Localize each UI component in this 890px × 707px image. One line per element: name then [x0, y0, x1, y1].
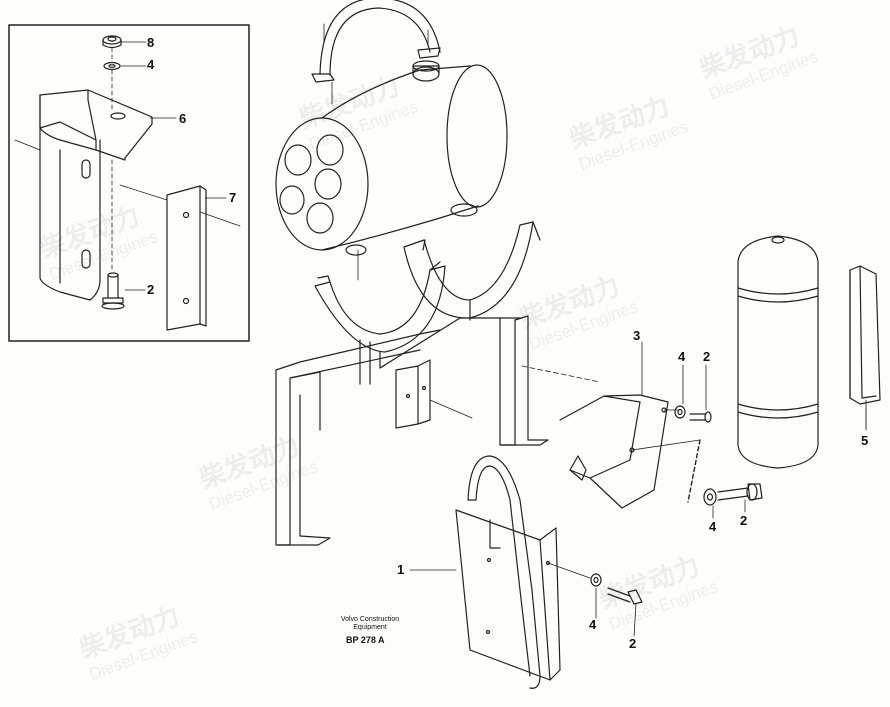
- callout-2-bolt-right: 2: [740, 513, 748, 528]
- cradle-frame: [275, 221, 601, 546]
- publisher-caption: Volvo Construction Equipment: [330, 616, 410, 632]
- mounting-plate: [166, 185, 207, 331]
- callout-leaders: [409, 341, 867, 637]
- tank-strap: [849, 265, 881, 431]
- fasteners-lower: [590, 573, 643, 605]
- flange-bolt: [101, 272, 125, 310]
- inset-leaders: [14, 41, 241, 291]
- callout-2-bolt-upper: 2: [703, 349, 711, 364]
- inset-detail: [8, 24, 250, 342]
- flange-nut: [102, 35, 122, 49]
- tank-bracket: [559, 394, 701, 509]
- callout-8-flange-nut: 8: [147, 35, 155, 50]
- callout-6-bracket: 6: [179, 111, 187, 126]
- callout-4-washer: 4: [147, 57, 155, 72]
- publisher-line-1: Volvo Construction: [340, 616, 400, 623]
- callout-1-guard: 1: [397, 562, 405, 577]
- callout-3-tank-bracket: 3: [633, 328, 641, 343]
- callout-4-washer-upper: 4: [678, 349, 686, 364]
- drawing-code: BP 278 A: [346, 635, 385, 645]
- callout-2-bolt: 2: [147, 282, 155, 297]
- silencer: [275, 60, 508, 256]
- callout-7-plate: 7: [229, 190, 237, 205]
- callout-4-washer-right: 4: [709, 519, 717, 534]
- guard-plate: [455, 455, 591, 689]
- fasteners-upper: [674, 405, 763, 506]
- callout-2-bolt-lower: 2: [629, 636, 637, 651]
- callout-4-washer-lower: 4: [589, 617, 597, 632]
- top-strap: [311, 0, 441, 105]
- washer: [103, 61, 121, 71]
- angle-bracket: [39, 89, 153, 301]
- publisher-line-2: Equipment: [353, 624, 387, 631]
- air-tank: [737, 235, 819, 469]
- callout-5-tank-strap: 5: [861, 433, 869, 448]
